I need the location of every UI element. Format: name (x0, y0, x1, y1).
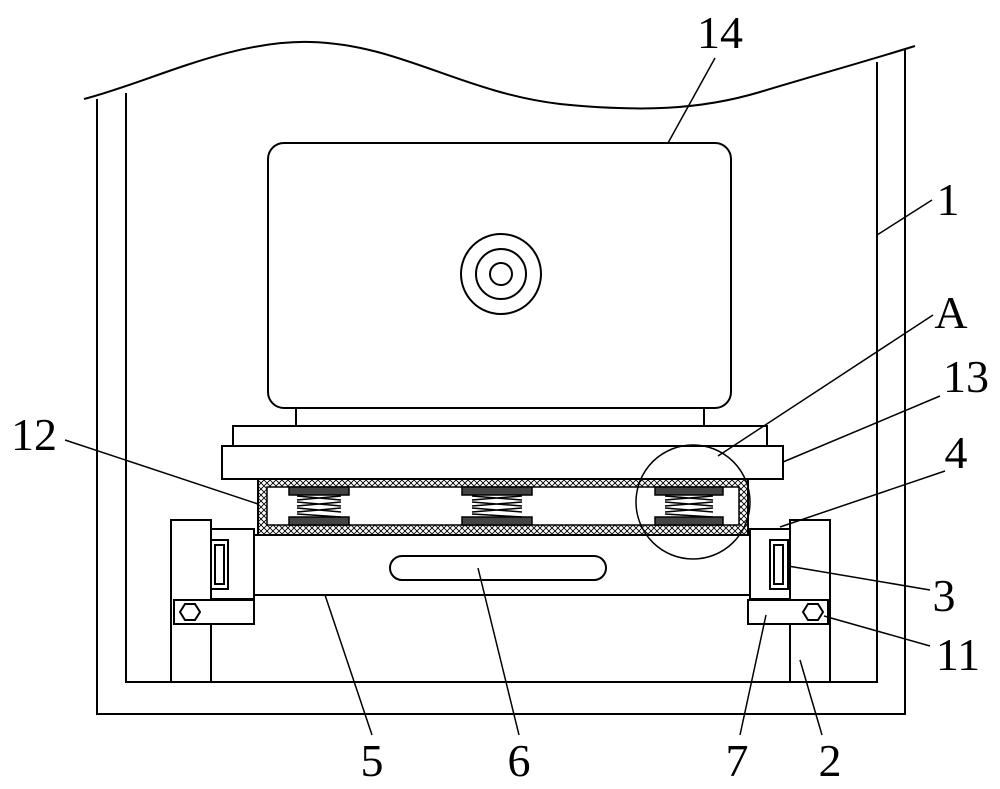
leader-3 (787, 565, 931, 591)
right-bolt-11 (801, 603, 825, 621)
spring-set (288, 486, 724, 526)
motor-foot (295, 407, 705, 427)
support-plate-lower (221, 445, 784, 480)
motor-body (267, 142, 732, 409)
motor-shaft-ring-outer (460, 233, 542, 315)
support-plate-upper (232, 425, 768, 447)
leader-11 (823, 615, 931, 647)
left-bolt-head (178, 603, 202, 621)
leader-14 (667, 57, 716, 144)
leader-4 (779, 470, 946, 528)
spring-left (288, 486, 350, 526)
label-7: 7 (726, 735, 749, 784)
label-1: 1 (937, 174, 960, 225)
label-12: 12 (11, 409, 57, 460)
leader-lines (64, 57, 946, 736)
reference-labels: 14 1 A 13 4 3 11 12 5 6 7 2 (11, 7, 989, 786)
label-5: 5 (361, 735, 384, 784)
label-a: A (934, 287, 967, 338)
support-plate-13 (221, 425, 784, 480)
label-6: 6 (508, 735, 531, 784)
handle-slot-6 (389, 555, 607, 581)
motor-14 (267, 142, 732, 427)
leader-2 (799, 659, 823, 736)
left-rail-assembly (170, 519, 255, 683)
lower-plate-5 (253, 534, 751, 596)
motor-shaft-ring-mid (475, 248, 527, 300)
left-slider-inner (214, 544, 225, 585)
leader-1 (876, 199, 933, 236)
spring-middle (461, 486, 533, 526)
label-14: 14 (697, 7, 743, 58)
housing-inner-wall (125, 62, 878, 683)
leader-12 (64, 439, 259, 505)
leader-13 (782, 395, 941, 463)
label-3: 3 (933, 570, 956, 621)
label-4: 4 (945, 427, 968, 478)
right-slider-inner (773, 544, 784, 585)
label-2: 2 (819, 735, 842, 784)
detail-circle-a (635, 444, 751, 560)
leader-a (717, 314, 934, 457)
break-line (83, 40, 916, 110)
leader-6 (477, 567, 520, 736)
leader-7 (739, 614, 767, 736)
spring-right (654, 486, 724, 526)
housing-1 (96, 50, 906, 715)
right-rail-assembly (747, 519, 831, 683)
motor-shaft-center (489, 262, 513, 286)
housing-outer-wall (96, 50, 906, 715)
leader-5 (324, 594, 373, 736)
label-11: 11 (936, 629, 980, 680)
label-13: 13 (943, 351, 989, 402)
